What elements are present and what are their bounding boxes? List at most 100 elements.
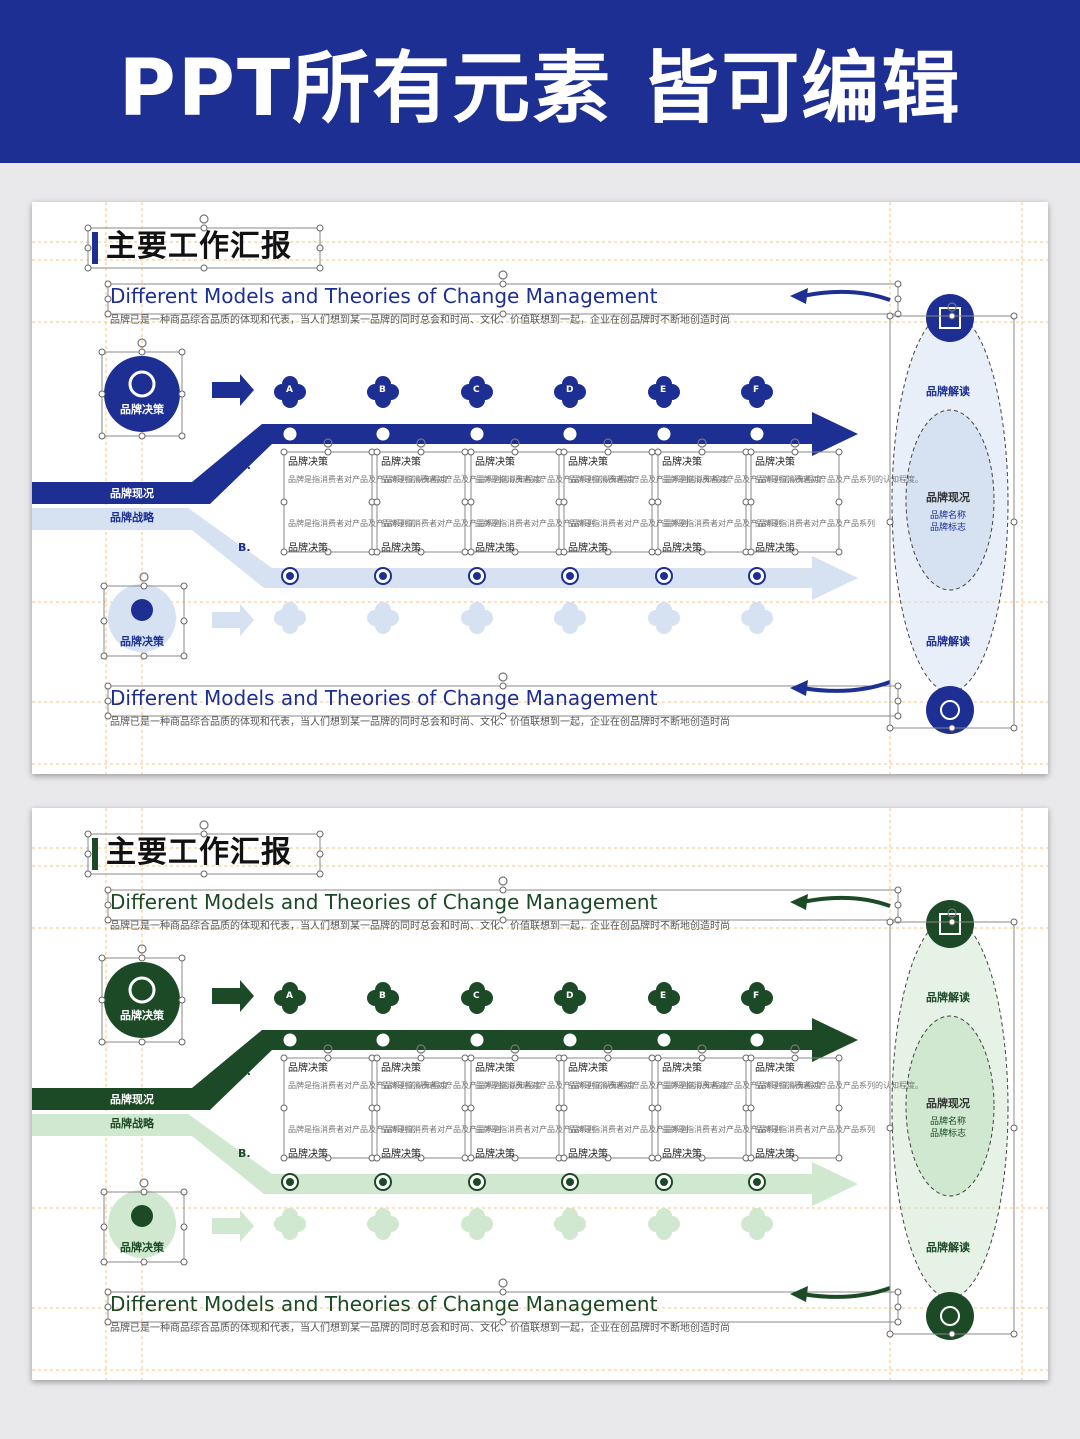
- slide-title[interactable]: 主要工作汇报: [106, 835, 292, 870]
- stem-top-label[interactable]: 品牌现况: [110, 1093, 154, 1106]
- bottom-marker-2[interactable]: [468, 609, 486, 627]
- resize-handle[interactable]: [200, 264, 208, 272]
- title-accent-bar[interactable]: [92, 838, 98, 870]
- resize-handle[interactable]: [467, 498, 475, 506]
- resize-handle[interactable]: [467, 448, 475, 456]
- resize-handle[interactable]: [417, 548, 425, 556]
- resize-handle[interactable]: [100, 1258, 108, 1266]
- rotate-handle-icon[interactable]: [498, 672, 508, 682]
- card-heading[interactable]: 品牌决策: [475, 457, 515, 468]
- slide-title[interactable]: 主要工作汇报: [106, 229, 292, 264]
- resize-handle[interactable]: [894, 712, 902, 720]
- rotate-handle-icon[interactable]: [199, 214, 209, 224]
- rotate-handle-icon[interactable]: [137, 944, 147, 954]
- resize-handle[interactable]: [84, 850, 92, 858]
- resize-handle[interactable]: [417, 1054, 425, 1062]
- resize-handle[interactable]: [200, 224, 208, 232]
- resize-handle[interactable]: [604, 1154, 612, 1162]
- card-heading[interactable]: 品牌决策: [755, 1063, 795, 1074]
- top-marker-1[interactable]: [374, 989, 392, 1007]
- subtitle-bottom[interactable]: Different Models and Theories of Change …: [110, 686, 658, 710]
- main-node-1[interactable]: [373, 424, 393, 444]
- resize-handle[interactable]: [373, 498, 381, 506]
- resize-handle[interactable]: [98, 996, 106, 1004]
- oval-mid-label[interactable]: 品牌现况: [926, 491, 970, 504]
- card-footnote[interactable]: 品牌是指消费者对产品及产品系列: [568, 1125, 688, 1134]
- resize-handle[interactable]: [84, 264, 92, 272]
- top-marker-label[interactable]: D: [566, 385, 574, 395]
- resize-handle[interactable]: [604, 548, 612, 556]
- card-heading[interactable]: 品牌决策: [381, 457, 421, 468]
- resize-handle[interactable]: [104, 1318, 112, 1326]
- top-marker-1[interactable]: [374, 383, 392, 401]
- resize-handle[interactable]: [180, 1188, 188, 1196]
- resize-handle[interactable]: [648, 1104, 656, 1112]
- oval-top-label[interactable]: 品牌解读: [926, 385, 970, 398]
- resize-handle[interactable]: [511, 448, 519, 456]
- resize-handle[interactable]: [948, 1330, 956, 1338]
- card-footer-heading[interactable]: 品牌决策: [381, 543, 421, 554]
- rotate-handle-icon[interactable]: [498, 876, 508, 886]
- resize-handle[interactable]: [280, 1054, 288, 1062]
- body-text-bottom[interactable]: 品牌已是一种商品综合品质的体现和代表，当人们想到某一品牌的同时总会和时尚、文化、…: [110, 717, 730, 728]
- card-body[interactable]: 品牌是指消费者对产品及产品系列的认知程度。: [755, 1081, 923, 1090]
- card-footer-heading[interactable]: 品牌决策: [475, 543, 515, 554]
- resize-handle[interactable]: [560, 548, 568, 556]
- resize-handle[interactable]: [180, 1223, 188, 1231]
- card-footer-heading[interactable]: 品牌决策: [381, 1149, 421, 1160]
- resize-handle[interactable]: [648, 1054, 656, 1062]
- rotate-handle-icon[interactable]: [416, 438, 426, 448]
- rotate-handle-icon[interactable]: [603, 438, 613, 448]
- resize-handle[interactable]: [654, 1104, 662, 1112]
- card-footnote[interactable]: 品牌是指消费者对产品及产品系列: [381, 519, 501, 528]
- card-footer-heading[interactable]: 品牌决策: [288, 1149, 328, 1160]
- resize-handle[interactable]: [178, 390, 186, 398]
- top-marker-label[interactable]: C: [473, 991, 480, 1001]
- resize-handle[interactable]: [1010, 724, 1018, 732]
- resize-handle[interactable]: [1010, 1124, 1018, 1132]
- resize-handle[interactable]: [886, 312, 894, 320]
- resize-handle[interactable]: [84, 224, 92, 232]
- resize-handle[interactable]: [140, 1258, 148, 1266]
- card-footer-heading[interactable]: 品牌决策: [662, 1149, 702, 1160]
- resize-handle[interactable]: [104, 682, 112, 690]
- resize-handle[interactable]: [178, 996, 186, 1004]
- rotate-handle-icon[interactable]: [139, 1178, 149, 1188]
- card-footnote[interactable]: 品牌是指消费者对产品及产品系列: [755, 519, 875, 528]
- resize-handle[interactable]: [104, 916, 112, 924]
- card-footer-heading[interactable]: 品牌决策: [568, 1149, 608, 1160]
- body-text-bottom[interactable]: 品牌已是一种商品综合品质的体现和代表，当人们想到某一品牌的同时总会和时尚、文化、…: [110, 1323, 730, 1334]
- resize-handle[interactable]: [560, 448, 568, 456]
- resize-handle[interactable]: [499, 916, 507, 924]
- card-heading[interactable]: 品牌决策: [662, 1063, 702, 1074]
- resize-handle[interactable]: [324, 1054, 332, 1062]
- card-footnote[interactable]: 品牌是指消费者对产品及产品系列: [475, 519, 595, 528]
- resize-handle[interactable]: [417, 448, 425, 456]
- resize-handle[interactable]: [316, 830, 324, 838]
- rotate-handle-icon[interactable]: [416, 1044, 426, 1054]
- resize-handle[interactable]: [948, 724, 956, 732]
- resize-handle[interactable]: [499, 682, 507, 690]
- resize-handle[interactable]: [560, 1104, 568, 1112]
- card-footer-heading[interactable]: 品牌决策: [568, 543, 608, 554]
- resize-handle[interactable]: [316, 224, 324, 232]
- oval-bottom-circle[interactable]: [926, 1292, 974, 1340]
- resize-handle[interactable]: [894, 1303, 902, 1311]
- rotate-handle-icon[interactable]: [603, 1044, 613, 1054]
- branch-b-label[interactable]: B.: [238, 541, 251, 554]
- resize-handle[interactable]: [747, 498, 755, 506]
- resize-handle[interactable]: [835, 448, 843, 456]
- resize-handle[interactable]: [98, 432, 106, 440]
- oval-small-label[interactable]: 品牌标志: [930, 523, 967, 533]
- title-accent-bar[interactable]: [92, 232, 98, 264]
- stem-bottom-label[interactable]: 品牌战略: [110, 511, 154, 524]
- top-marker-3[interactable]: [561, 989, 579, 1007]
- stem-top-label[interactable]: 品牌现况: [110, 487, 154, 500]
- resize-handle[interactable]: [84, 870, 92, 878]
- resize-handle[interactable]: [324, 548, 332, 556]
- rotate-handle-icon[interactable]: [139, 572, 149, 582]
- resize-handle[interactable]: [100, 1188, 108, 1196]
- resize-handle[interactable]: [499, 280, 507, 288]
- resize-handle[interactable]: [316, 850, 324, 858]
- resize-handle[interactable]: [461, 1104, 469, 1112]
